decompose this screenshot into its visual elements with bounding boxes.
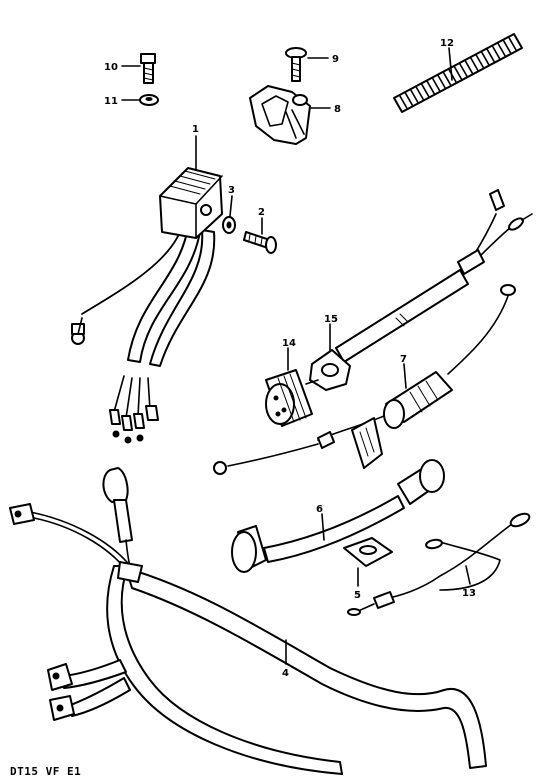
leader-lines xyxy=(121,47,471,665)
callout-labels: 1 2 3 4 5 6 7 8 9 10 11 12 13 14 15 xyxy=(104,38,476,679)
tube-rib xyxy=(453,65,463,81)
callout-13: 13 xyxy=(462,588,476,599)
tube-rib xyxy=(442,71,452,87)
callout-7: 7 xyxy=(400,354,407,365)
corrugated-tube-part-12 xyxy=(393,33,523,113)
socket-part-14 xyxy=(265,369,319,427)
tube-rib xyxy=(464,59,474,75)
screw-part-2 xyxy=(243,231,277,254)
callout-3: 3 xyxy=(228,185,235,196)
callout-8: 8 xyxy=(334,104,341,115)
tube-rib xyxy=(507,36,518,52)
tube-rib xyxy=(420,82,431,99)
main-harness-part-4 xyxy=(9,467,487,775)
lead-wire-part-13 xyxy=(347,512,531,616)
washer-part-11 xyxy=(139,94,159,106)
callout-4: 4 xyxy=(282,668,289,679)
tube-rib xyxy=(436,73,447,90)
cap-cable-part-6 xyxy=(231,459,445,573)
bracket-part-8 xyxy=(249,85,311,145)
callout-9: 9 xyxy=(332,54,339,65)
callout-1: 1 xyxy=(192,124,199,135)
tube-rib xyxy=(491,44,501,61)
washer-part-3 xyxy=(222,216,236,234)
tube-rib xyxy=(409,88,420,105)
tube-rib xyxy=(425,79,436,96)
bolt-part-10 xyxy=(140,53,156,84)
tube-rib xyxy=(404,91,414,107)
connector-part-7 xyxy=(213,284,516,475)
callout-10: 10 xyxy=(104,62,118,73)
tube-rib xyxy=(485,47,496,64)
tube-rib xyxy=(415,85,425,102)
tube-rib xyxy=(398,94,409,110)
wire-tag xyxy=(351,417,383,469)
tube-rib xyxy=(496,41,507,58)
callout-5: 5 xyxy=(354,590,361,601)
grommet-part-15 xyxy=(309,349,351,391)
callout-2: 2 xyxy=(258,207,265,218)
tube-rib xyxy=(502,39,512,55)
tube-rib xyxy=(480,50,491,67)
callout-14: 14 xyxy=(282,338,296,349)
callout-15: 15 xyxy=(324,314,338,325)
callout-11: 11 xyxy=(104,96,118,107)
callout-12: 12 xyxy=(440,38,454,49)
tube-rib xyxy=(431,76,441,93)
screw-part-9 xyxy=(285,47,307,82)
diagram-code-footer: DT15 VF E1 xyxy=(10,765,82,778)
tube-rib xyxy=(469,56,480,73)
tube-rib xyxy=(447,68,458,84)
callout-6: 6 xyxy=(316,504,323,515)
upper-lead-wires xyxy=(335,189,533,363)
tube-rib xyxy=(475,53,485,70)
rectifier-part-1 xyxy=(71,167,223,444)
clip-part-5 xyxy=(343,537,393,567)
tube-rib xyxy=(458,62,469,78)
